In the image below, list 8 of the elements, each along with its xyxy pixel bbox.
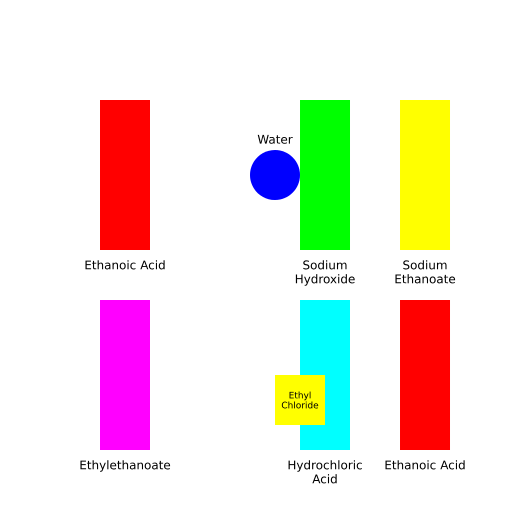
bar-label: Sodium Ethanoate (395, 260, 456, 284)
bar-label: Sodium Hydroxide (296, 260, 355, 286)
bar-label: Ethanoic Acid (386, 460, 465, 470)
square-label: Ethyl Chloride (275, 375, 325, 425)
bar-label: Ethylethanoate (80, 460, 170, 472)
bar-label: Ethanoic Acid (86, 260, 165, 270)
circle-label: Water (258, 134, 293, 144)
bar-label: Hydrochloric Acid (288, 460, 362, 484)
